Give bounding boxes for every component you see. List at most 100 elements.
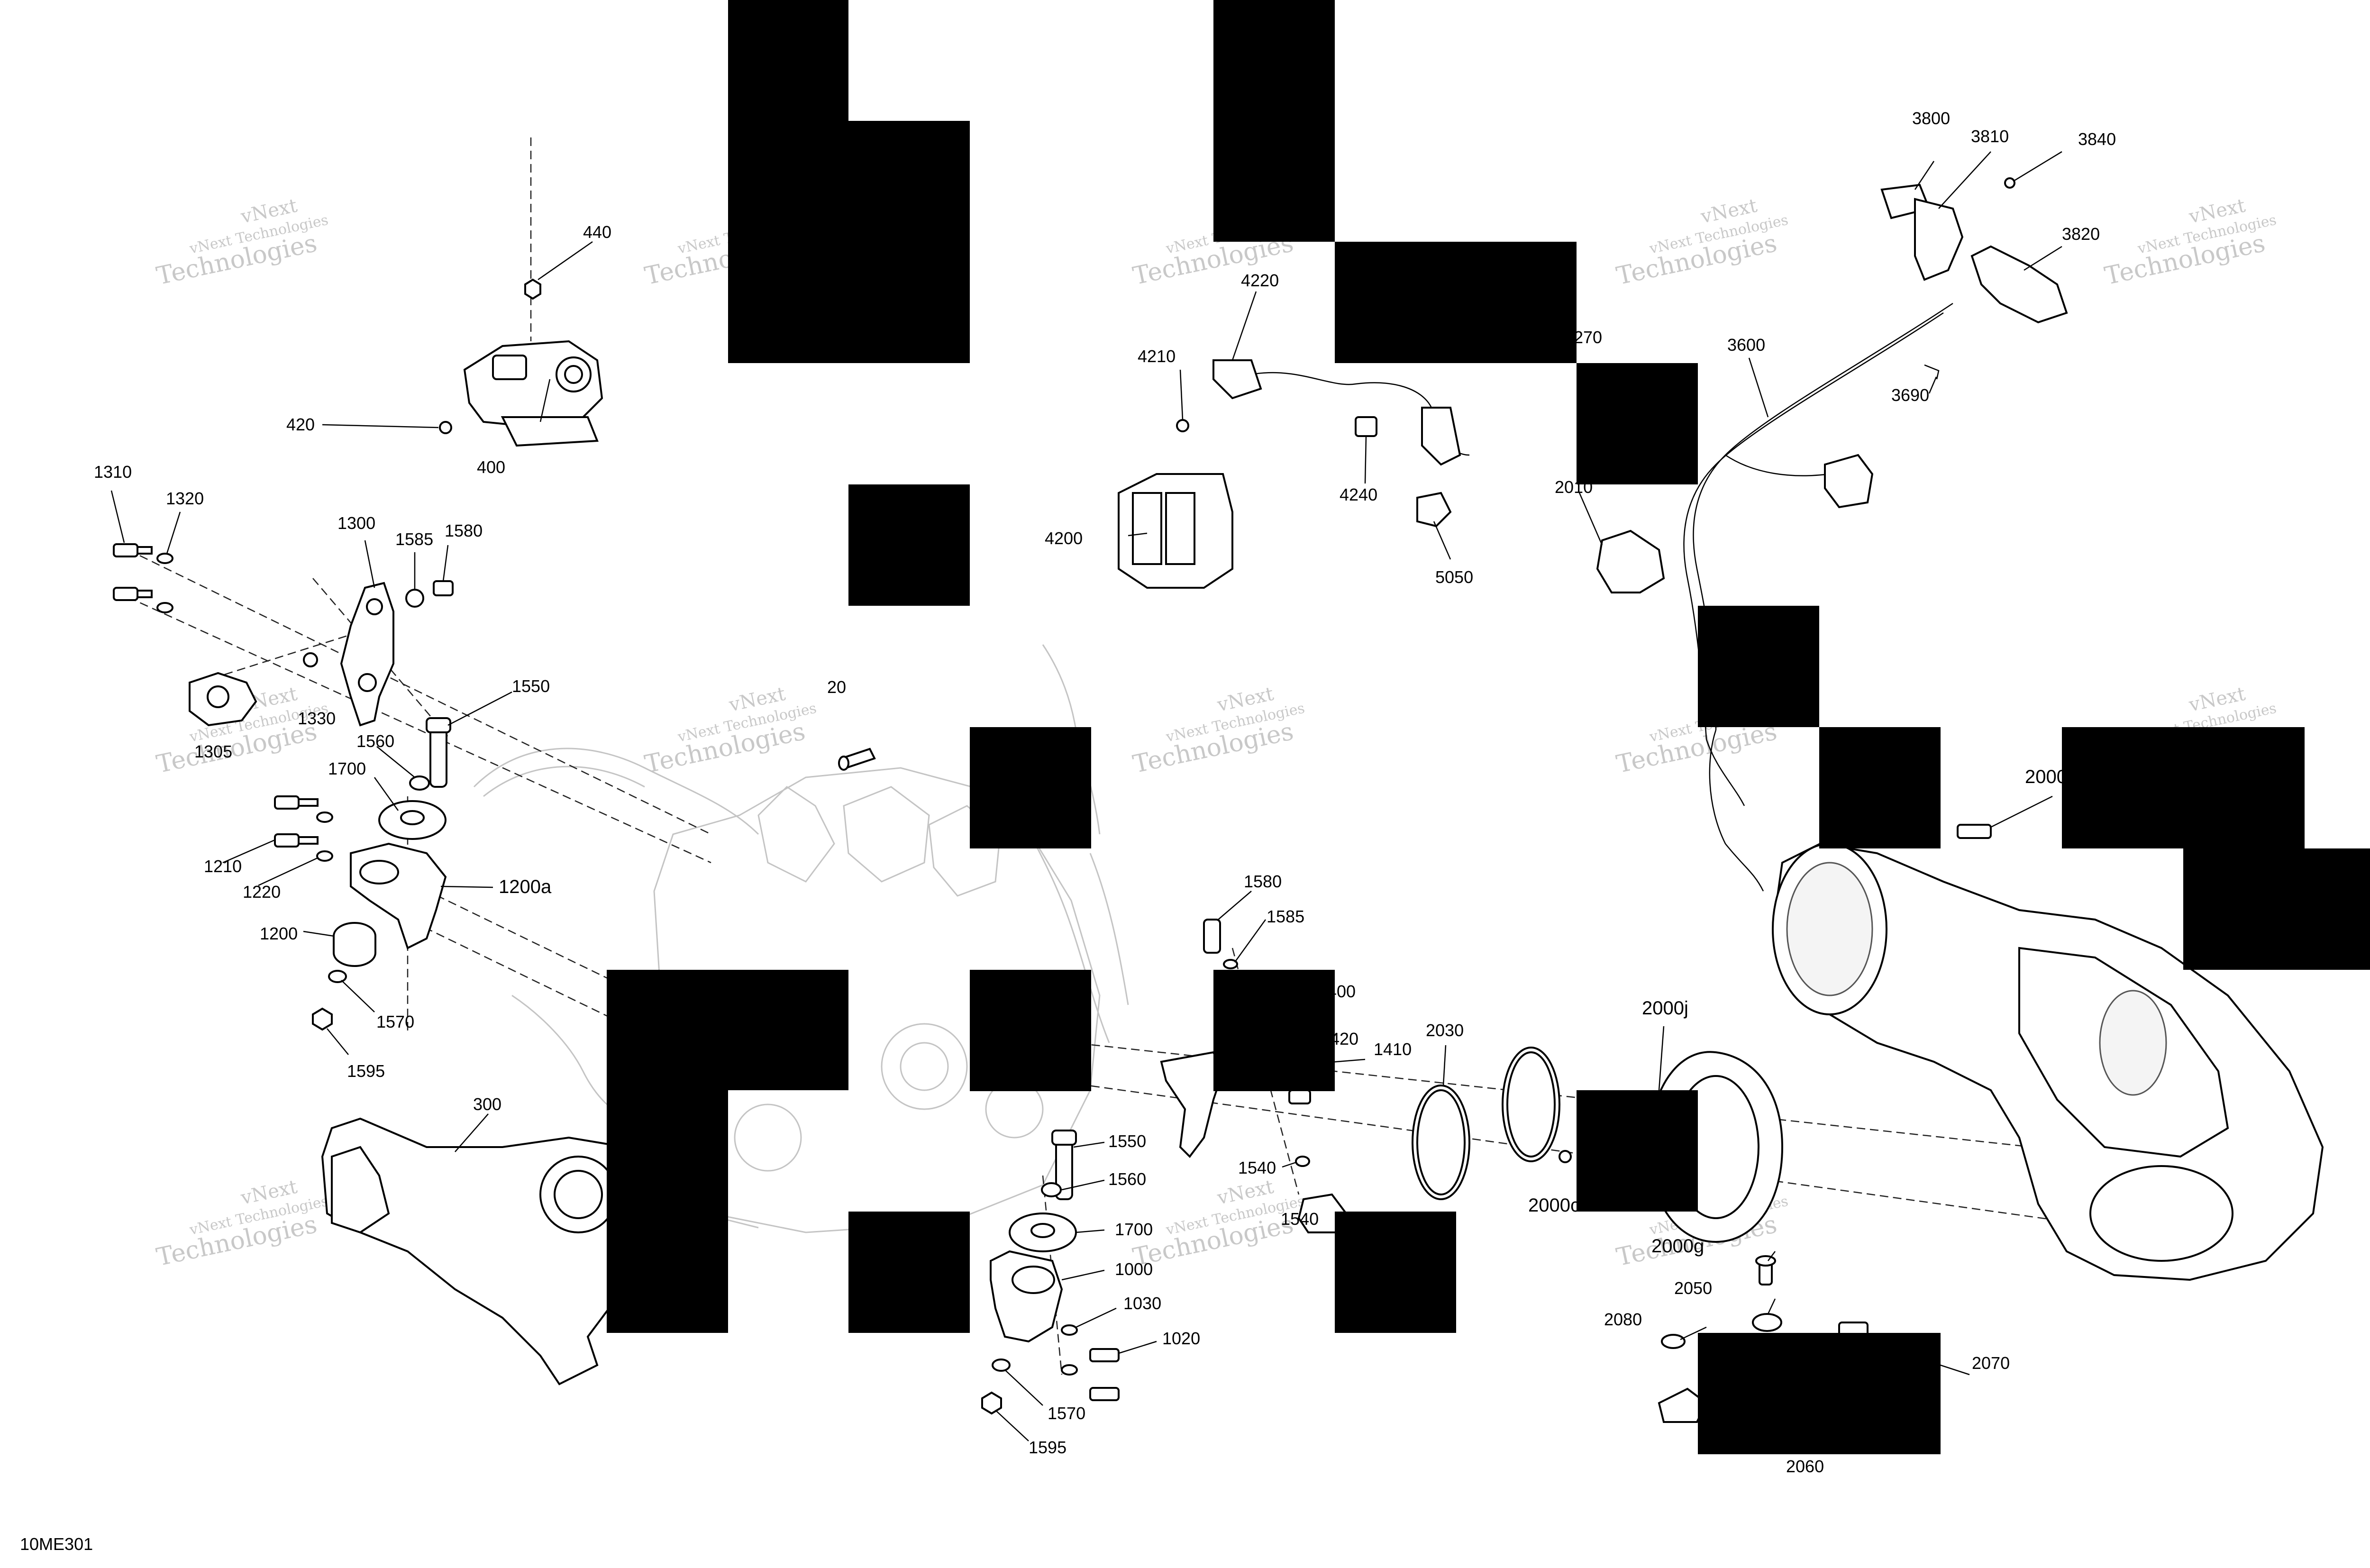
screw-3840 [2004, 177, 2015, 189]
label-3810: 3810 [1971, 127, 2009, 146]
label-1570-a: 1570 [376, 1012, 414, 1031]
label-270: 270 [1574, 328, 1602, 347]
label-2030: 2030 [1426, 1021, 1464, 1040]
plug-2080 [1661, 1334, 1686, 1349]
label-2050: 2050 [1674, 1278, 1712, 1298]
label-1550-a: 1550 [512, 676, 550, 696]
redaction-block [1698, 606, 1819, 727]
redaction-block [970, 727, 1091, 848]
label-2080: 2080 [1604, 1310, 1642, 1329]
latch-2000 [1957, 824, 1992, 839]
label-3600: 3600 [1727, 335, 1765, 355]
clamp-2030 [1412, 1085, 1470, 1200]
label-20: 20 [827, 677, 846, 697]
stud-1550-a [426, 717, 451, 788]
label-1560-b: 1560 [1108, 1169, 1146, 1189]
spacer-1540 [1295, 1156, 1310, 1167]
label-3800: 3800 [1912, 109, 1950, 128]
redaction-block [848, 484, 970, 606]
label-1540: 1540 [1238, 1158, 1276, 1177]
label-4240: 4240 [1340, 485, 1377, 504]
bolt-1580-b [1203, 919, 1221, 954]
label-420: 420 [286, 415, 315, 434]
washer-1560-a [409, 775, 430, 791]
nut-1330 [303, 652, 318, 667]
sensor-1305 [189, 672, 257, 727]
redaction-block [1213, 970, 1335, 1091]
label-1570-b: 1570 [1048, 1404, 1085, 1423]
sensor-5050 [1416, 492, 1452, 528]
bracket-3810 [1914, 198, 1964, 281]
watermark: vNext vNext Technologies Technologies [1130, 683, 1306, 779]
leader-lines [110, 151, 2062, 1441]
diagram-code: 10ME301 [20, 1534, 93, 1554]
plate-1700-a [378, 800, 447, 840]
clamp-2030-b [1502, 1047, 1560, 1162]
redaction-block [2062, 727, 2370, 970]
redaction-block [1213, 0, 1577, 363]
washer-1570-b [992, 1358, 1011, 1372]
label-3820: 3820 [2062, 224, 2100, 244]
label-2060: 2060 [1786, 1457, 1824, 1476]
label-1700-b: 1700 [1115, 1220, 1153, 1239]
watermark: vNext vNext Technologies Technologies [154, 1176, 330, 1272]
redaction-block [1698, 1333, 1941, 1454]
bolt-1420 [1288, 1089, 1311, 1104]
clip-4240 [1355, 416, 1377, 437]
label-1595-a: 1595 [347, 1061, 385, 1081]
redaction-blocks [607, 0, 2370, 1454]
callout-labels: 440 420 400 1310 1320 1300 1585 1580 133… [20, 109, 2116, 1554]
washers-1030 [1061, 1324, 1078, 1376]
plate-1700-b [1009, 1212, 1077, 1252]
nut-4210 [1176, 419, 1189, 432]
redaction-block [970, 970, 1091, 1091]
watermark: vNext vNext Technologies Technologies [2102, 195, 2278, 291]
nut-1595-a [312, 1007, 333, 1031]
washers-1220 [316, 811, 333, 862]
label-1585-b: 1585 [1267, 907, 1304, 926]
label-1550-b: 1550 [1108, 1131, 1146, 1151]
label-1595-b: 1595 [1029, 1438, 1066, 1457]
washer-1585-a [405, 589, 424, 608]
redaction-block [1577, 1090, 1698, 1212]
watermarks: vNext vNext Technologies Technologies vN… [154, 195, 2278, 1272]
label-400: 400 [477, 457, 505, 477]
label-2000g: 2000g [1651, 1236, 1704, 1257]
grommet-2050 [1752, 1313, 1782, 1332]
label-1305: 1305 [194, 742, 232, 761]
label-4200: 4200 [1045, 529, 1083, 548]
nut-1580-a [433, 580, 454, 596]
label-1700-a: 1700 [328, 759, 366, 778]
label-2070: 2070 [1972, 1353, 2010, 1373]
mount-1200a [350, 842, 447, 949]
label-1320: 1320 [166, 489, 204, 508]
stud-1550-b [1051, 1130, 1077, 1200]
bolt-440 [524, 278, 541, 300]
washers-1320 [156, 553, 173, 613]
label-300: 300 [473, 1094, 501, 1114]
label-1580-a: 1580 [445, 521, 483, 540]
label-1200: 1200 [260, 924, 298, 943]
watermark: vNext vNext Technologies Technologies [1614, 195, 1790, 291]
watermark: vNext vNext Technologies Technologies [642, 683, 818, 779]
label-1200a: 1200a [499, 876, 552, 897]
clip-3690 [1924, 364, 1940, 380]
label-1585-a: 1585 [395, 529, 433, 549]
label-1420: 420 [1330, 1029, 1358, 1048]
redaction-block [1819, 727, 1941, 848]
bracket-1300 [340, 582, 394, 727]
redaction-block [1335, 1212, 1456, 1333]
label-5050: 5050 [1435, 567, 1473, 587]
harness-3600 [1683, 302, 1953, 892]
coil-4200 [1118, 473, 1233, 589]
redaction-block [728, 0, 970, 363]
sensor-2010 [1596, 529, 1665, 593]
nut-2000c [1559, 1150, 1572, 1163]
bracket-3820 [1970, 245, 2068, 324]
watermark: vNext vNext Technologies Technologies [154, 195, 330, 291]
screw-2000g [1755, 1255, 1776, 1285]
washer-1570-a [328, 970, 347, 983]
label-1540-b: 1540 [1281, 1209, 1319, 1229]
label-2000: 2000 [2025, 766, 2067, 787]
